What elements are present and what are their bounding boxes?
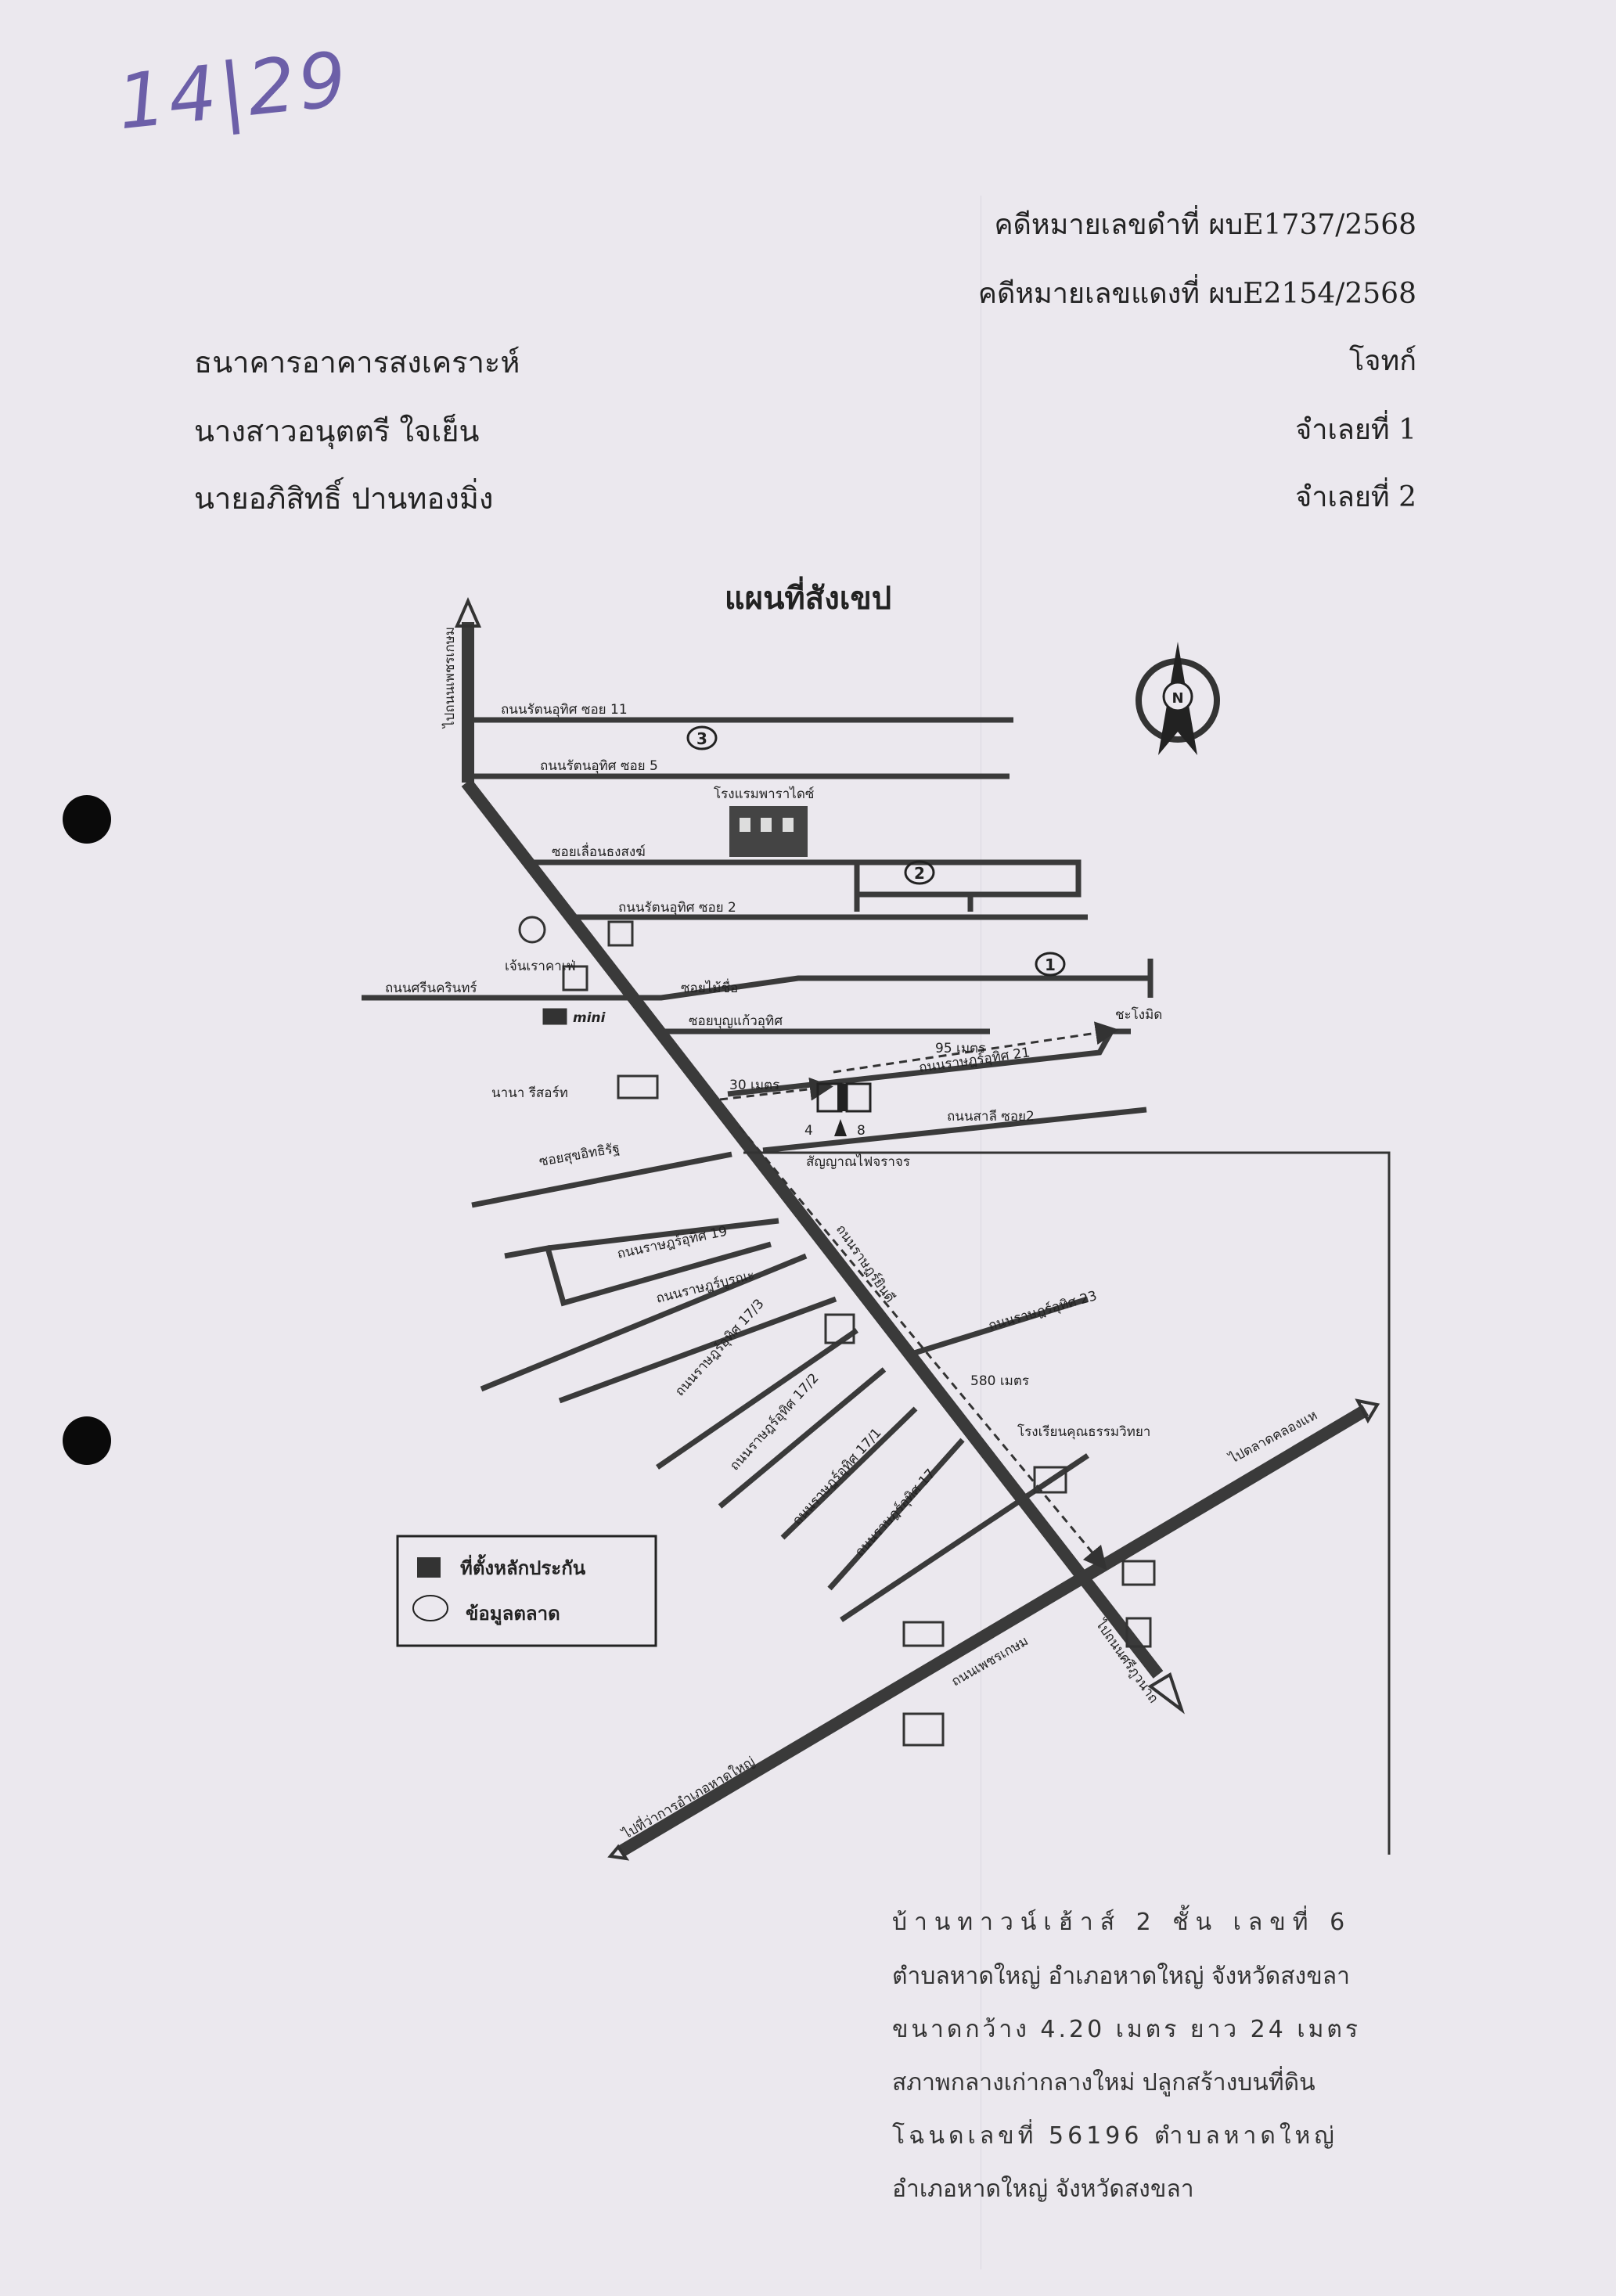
main-diagonal-road: [461, 779, 1164, 1679]
phetkasem-road: [618, 1405, 1369, 1856]
plaintiff-name: ธนาคารอาคารสงเคราะห์: [194, 345, 520, 380]
cafe-icon: [562, 965, 588, 991]
arrow-northeast: [1355, 1398, 1380, 1424]
defendant2-role: จำเลยที่ 2: [1295, 481, 1416, 513]
label-lot-a: 4: [804, 1123, 813, 1139]
marker-1: 1: [1045, 955, 1056, 974]
north-letter: N: [1172, 690, 1183, 707]
label-rat23: ถนนราษฎร์อุทิศ 23: [987, 1288, 1099, 1334]
shell-icon: [1125, 1617, 1152, 1648]
label-nana: นานา รีสอร์ท: [491, 1085, 568, 1101]
label-rat17: ถนนราษฎร์อุทิศ 17: [852, 1466, 939, 1560]
arrow-southwest: [607, 1844, 630, 1861]
label-to-office: ไปที่ว่าการอำเภอหาดใหญ่: [617, 1752, 758, 1844]
seven-eleven-icon-2: [824, 1313, 855, 1344]
market-icon: [902, 1712, 945, 1747]
label-dist580: 580 เมตร: [970, 1373, 1029, 1389]
desc-line-3: ขนาดกว้าง 4.20 เมตร ยาว 24 เมตร: [892, 2016, 1362, 2043]
pt-icon: [518, 916, 546, 944]
map-legend: ที่ตั้งหลักประกัน ข้อมูลตลาด: [396, 1535, 657, 1647]
label-to-phetkasem: ไปถนนเพชรเกษม: [441, 627, 458, 729]
bank-icon: [902, 1621, 945, 1647]
black-case-number: คดีหมายเลขดำที่ ผบE1737/2568: [994, 209, 1416, 241]
legend-market: ข้อมูลตลาด: [466, 1603, 560, 1625]
label-lot-b: 8: [857, 1123, 866, 1139]
school-icon: [1033, 1466, 1067, 1494]
label-cafe: เจ้นเราคาเฟ่: [505, 959, 576, 974]
label-rat171: ถนนราษฎร์อุทิศ 17/1: [790, 1425, 885, 1528]
label-rat173: ถนนราษฎร์อุทิศ 17/3: [672, 1296, 768, 1399]
gas-station-icon: [1121, 1560, 1156, 1586]
north-arrow: N: [1136, 642, 1220, 755]
desc-line-2: ตำบลหาดใหญ่ อำเภอหาดใหญ่ จังหวัดสงขลา: [892, 1963, 1350, 1990]
marker-2: 2: [914, 864, 925, 883]
market-markers: [686, 725, 1066, 977]
reference-box-line: [743, 1151, 1391, 1855]
label-rat19: ถนนราษฎร์อุทิศ 19: [616, 1224, 729, 1262]
defendant1-role: จำเลยที่ 1: [1295, 414, 1416, 446]
red-case-number: คดีหมายเลขแดงที่ ผบE2154/2568: [977, 278, 1416, 310]
marker-3: 3: [696, 729, 707, 748]
label-sali: ถนนสาลี ซอย2: [947, 1109, 1035, 1125]
desc-line-5: โฉนดเลขที่ 56196 ตำบลหาดใหญ่: [892, 2122, 1338, 2150]
landmark-icons: [518, 916, 1156, 1747]
side-roads: [362, 717, 1154, 1622]
punch-hole-top: [63, 795, 111, 844]
main-road-north: [454, 597, 482, 783]
desc-line-6: อำเภอหาดใหญ่ จังหวัดสงขลา: [892, 2175, 1194, 2203]
label-soi-lueangthongsong: ซอยเลื่อนธงสงฆ์: [552, 842, 646, 860]
label-soi-sukthiprat: ซอยสุขอิทธิรัฐ: [538, 1140, 621, 1170]
label-dist95: 95 เมตร: [935, 1041, 985, 1056]
collateral-location: [816, 1082, 872, 1136]
mini-icon: [542, 1008, 567, 1025]
label-phetkasem: ถนนเพชรเกษม: [949, 1633, 1031, 1690]
label-mini: mini: [573, 1010, 606, 1026]
defendant1-name: นางสาวอนุตตรี ใจเย็น: [194, 414, 480, 448]
resort-icon: [617, 1074, 659, 1099]
plaintiff-role: โจทก์: [1349, 345, 1416, 377]
label-soi11: ถนนรัตนอุทิศ ซอย 11: [501, 702, 628, 718]
desc-line-4: สภาพกลางเก่ากลางใหม่ ปลูกสร้างบนที่ดิน: [892, 2069, 1315, 2096]
distance-lines: [719, 1021, 1119, 1571]
map-title: แผนที่สังเขป: [724, 580, 892, 617]
label-soi-maisue: ซอยไม้ชื่อ: [681, 978, 738, 996]
label-chai-rong-mid: ชะโงมิด: [1115, 1006, 1162, 1023]
label-soi2: ถนนรัตนอุทิศ ซอย 2: [618, 900, 736, 916]
hotel-icon: [729, 806, 808, 857]
label-hotel: โรงแรมพาราไดซ์: [714, 786, 814, 802]
defendant2-name: นายอภิสิทธิ์ ปานทองมิ่ง: [194, 481, 494, 516]
seven-eleven-icon: [607, 920, 634, 947]
label-signal: สัญญาณไฟจราจร: [806, 1153, 910, 1170]
label-soi-boonkaew: ซอยบุญแก้วอุทิศ: [689, 1013, 783, 1029]
label-dist30: 30 เมตร: [729, 1078, 779, 1093]
punch-hole-bottom: [63, 1416, 111, 1465]
legend-collateral: ที่ตั้งหลักประกัน: [460, 1553, 586, 1579]
label-soi5: ถนนรัตนอุทิศ ซอย 5: [540, 758, 658, 774]
label-sriwichai: ถนนศรีนครินทร์: [385, 981, 477, 996]
desc-line-1: บ้านทาวน์เฮ้าส์ 2 ชั้น เลขที่ 6: [892, 1909, 1352, 1936]
arrow-south: [1147, 1672, 1185, 1715]
label-school: โรงเรียนคุณธรรมวิทยา: [1017, 1423, 1150, 1440]
